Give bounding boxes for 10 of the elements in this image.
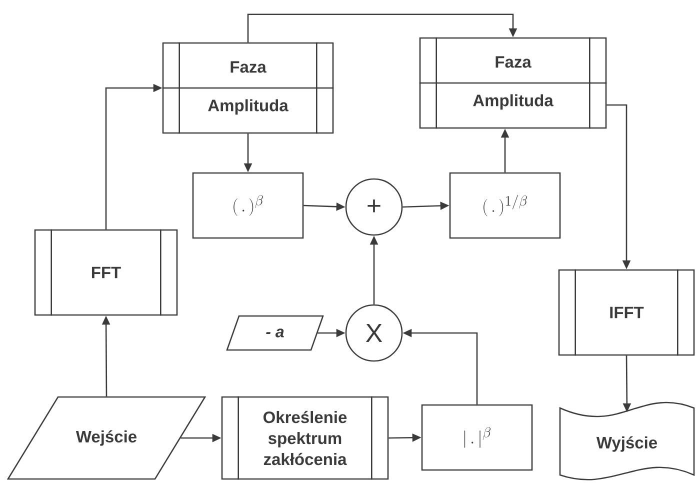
process-box: Określenie spektrum zakłócenia [221, 396, 389, 480]
process-box: Faza Amplituda [162, 42, 334, 134]
operation-box: $(\,.\,)^{1/\beta}$ [449, 172, 561, 239]
process-box: IFFT [558, 269, 695, 356]
process-box: FFT [34, 229, 178, 316]
input-parallelogram: - a [226, 315, 324, 351]
process-box: Faza Amplituda [419, 37, 607, 129]
operation-box: $|\,.\,|^{\beta}$ [421, 404, 533, 471]
operation-box: $(\,.\,)^{\beta}$ [192, 172, 304, 239]
arrow [247, 14, 518, 42]
